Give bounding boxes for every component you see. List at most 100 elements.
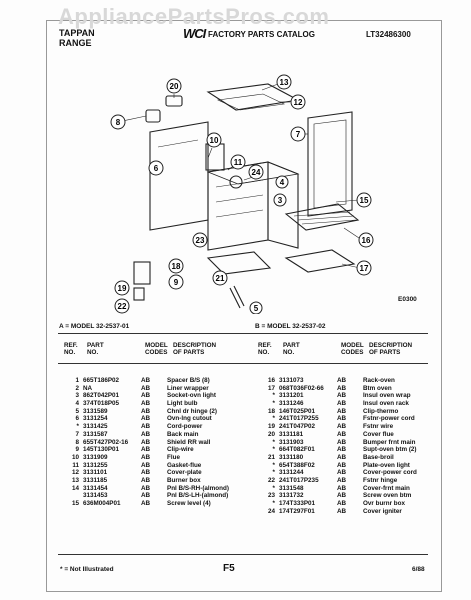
- ref-number: *: [272, 469, 275, 477]
- part-number: 3131201: [279, 392, 304, 400]
- part-description: Gasket-flue: [167, 461, 202, 469]
- oven-bottom: [284, 249, 356, 273]
- table-header-left: REF. NO. PART NO. MODEL CODES DESCRIPTIO…: [56, 342, 265, 367]
- wci-logo: WCI: [183, 26, 206, 41]
- ref-number: 13: [71, 476, 79, 484]
- callout-13: 13: [276, 74, 292, 90]
- part-description: Btm oven: [363, 384, 392, 392]
- ref-number: 6: [75, 415, 79, 423]
- header-ref: REF. NO.: [258, 342, 272, 356]
- part-number: 3131548: [279, 484, 304, 492]
- ref-number: 7: [75, 430, 79, 438]
- ref-number: 9: [75, 446, 79, 454]
- part-number: 3131073: [279, 377, 304, 384]
- watermark: AppliancePartsPros.com: [58, 4, 330, 29]
- part-description: Insul oven rack: [363, 400, 409, 408]
- model-code: AB: [337, 430, 347, 438]
- model-code: AB: [141, 492, 151, 500]
- header-model-codes: MODEL CODES: [145, 342, 168, 356]
- part-number: 654T388F02: [279, 461, 315, 469]
- part-number: 374T018P05: [83, 400, 120, 408]
- door-panel: [307, 111, 353, 217]
- part-description: Pnl B/S-LH-(almond): [167, 492, 229, 500]
- part-description: Back main: [167, 430, 199, 438]
- part-description: Ovr burnr box: [363, 500, 405, 507]
- model-code: AB: [337, 392, 347, 400]
- part-number: 3131909: [83, 453, 108, 461]
- ref-number: 15: [71, 500, 79, 507]
- ref-number: 12: [71, 469, 79, 477]
- product-type: RANGE: [59, 38, 92, 48]
- callout-22: 22: [114, 298, 130, 314]
- model-code: AB: [337, 377, 347, 384]
- model-code: AB: [141, 469, 151, 477]
- part-number: NA: [83, 384, 93, 392]
- ref-number: *: [272, 392, 275, 400]
- part-number: 3131244: [279, 469, 304, 477]
- part-description: Rack-oven: [363, 377, 395, 384]
- part-number: 3131425: [83, 423, 108, 431]
- part-description: Flue: [167, 453, 180, 461]
- svg-text:3: 3: [278, 196, 283, 205]
- model-code: AB: [141, 430, 151, 438]
- header-part: PART NO.: [87, 342, 104, 356]
- part-number: 3131454: [83, 484, 108, 492]
- part-description: Cover igniter: [363, 507, 402, 515]
- model-code: AB: [337, 492, 347, 500]
- model-code: AB: [337, 476, 347, 484]
- svg-text:13: 13: [280, 78, 289, 87]
- catalog-title: FACTORY PARTS CATALOG: [208, 30, 315, 39]
- callout-12: 12: [290, 94, 306, 110]
- callout-4: 4: [275, 175, 289, 189]
- model-code: AB: [337, 500, 347, 507]
- ref-number: *: [272, 446, 275, 454]
- part-description: Pnl B/S-RH-(almond): [167, 484, 229, 492]
- part-description: Clip-wire: [167, 446, 194, 454]
- part-number: 146T025P01: [279, 407, 316, 415]
- svg-text:22: 22: [118, 302, 127, 311]
- oven-rack: [284, 203, 360, 231]
- ref-number: 23: [267, 492, 275, 500]
- model-code: AB: [337, 453, 347, 461]
- model-code: AB: [337, 400, 347, 408]
- part-number: 3131246: [279, 400, 304, 408]
- callout-9: 9: [168, 274, 184, 290]
- document-number: LT32486300: [366, 30, 411, 39]
- part-number: 241T017P255: [279, 415, 319, 423]
- svg-text:12: 12: [294, 98, 303, 107]
- part-description: Ovn-lng cutout: [167, 415, 212, 423]
- model-code: AB: [141, 484, 151, 492]
- model-code: AB: [141, 438, 151, 446]
- rule-top: [58, 333, 428, 334]
- model-code: AB: [141, 461, 151, 469]
- model-code: AB: [141, 415, 151, 423]
- ref-number: *: [272, 484, 275, 492]
- exploded-parts-diagram: 8 20 13 12 6 10 11 24 7 15 23 16 4 3 17 …: [110, 74, 374, 314]
- part-description: Fstnr hinge: [363, 476, 398, 484]
- model-b-label: B = MODEL 32-2537-02: [255, 323, 326, 330]
- svg-text:17: 17: [360, 264, 369, 273]
- part-number: 145T130P01: [83, 446, 120, 454]
- part-number: 3131903: [279, 438, 304, 446]
- brand-block: TAPPAN RANGE: [59, 28, 95, 48]
- ref-number: *: [272, 438, 275, 446]
- part-number: 174T297F01: [279, 507, 315, 515]
- model-code: AB: [141, 400, 151, 408]
- catalog-date: 6/88: [412, 566, 425, 573]
- ref-number: 8: [75, 438, 79, 446]
- ref-number: 21: [267, 453, 275, 461]
- callout-5: 5: [249, 301, 263, 314]
- part-description: Shield RR wall: [167, 438, 211, 446]
- part-description: Insul oven wrap: [363, 392, 411, 400]
- door-hinge: [229, 287, 241, 309]
